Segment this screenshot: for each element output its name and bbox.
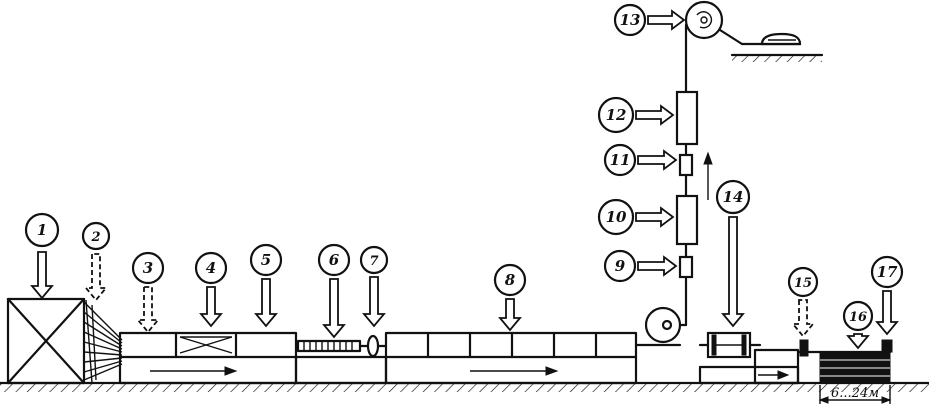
callout-circle bbox=[842, 300, 874, 332]
callout-circle bbox=[870, 255, 904, 289]
callout-label: 9 bbox=[615, 257, 626, 275]
cutting-and-stacking bbox=[796, 339, 893, 383]
callout-circle bbox=[194, 251, 228, 285]
callout-15: 15 bbox=[787, 266, 819, 338]
callout-7: 7 bbox=[359, 245, 389, 328]
callout-1: 1 bbox=[24, 212, 60, 300]
length-dimension-label: 6...24м bbox=[831, 386, 879, 401]
callout-circle bbox=[597, 96, 635, 134]
callout-circle bbox=[24, 212, 60, 248]
pulling-unit bbox=[698, 331, 800, 385]
winding-unit bbox=[294, 334, 388, 385]
floor-line bbox=[0, 381, 929, 392]
callout-label: 11 bbox=[610, 151, 631, 169]
long-chamber bbox=[384, 331, 638, 385]
callout-label: 16 bbox=[849, 310, 867, 325]
callout-circle bbox=[715, 179, 751, 215]
callout-label: 17 bbox=[877, 263, 898, 281]
vertical-units bbox=[675, 90, 713, 279]
top-roller-stand bbox=[684, 0, 824, 62]
first-processing-unit bbox=[118, 331, 298, 385]
callout-circle bbox=[359, 245, 389, 275]
callout-label: 14 bbox=[723, 188, 744, 206]
callout-label: 15 bbox=[794, 276, 812, 291]
material-container bbox=[6, 297, 86, 385]
callout-circle bbox=[613, 3, 647, 37]
callout-circle bbox=[493, 263, 527, 297]
callout-label: 3 bbox=[143, 259, 153, 277]
callout-circle bbox=[249, 243, 283, 277]
callout-label: 12 bbox=[606, 106, 627, 124]
callout-11: 11 bbox=[603, 143, 678, 177]
callout-10: 10 bbox=[597, 198, 675, 236]
callout-circle bbox=[603, 249, 637, 283]
callout-14: 14 bbox=[715, 179, 751, 328]
callout-label: 13 bbox=[620, 11, 641, 29]
callout-3: 3 bbox=[131, 251, 165, 334]
callout-2: 2 bbox=[81, 221, 111, 302]
callout-label: 2 bbox=[90, 230, 100, 245]
callout-4: 4 bbox=[194, 251, 228, 328]
callout-8: 8 bbox=[493, 263, 527, 332]
bottom-pulley bbox=[634, 306, 682, 347]
length-dimension: 6...24м bbox=[818, 385, 892, 404]
callout-label: 5 bbox=[261, 251, 271, 269]
callout-circle bbox=[317, 243, 351, 277]
callout-12: 12 bbox=[597, 96, 675, 134]
fiber-creel bbox=[83, 299, 123, 384]
callout-circle bbox=[597, 198, 635, 236]
callout-17: 17 bbox=[870, 255, 904, 336]
callout-16: 16 bbox=[842, 300, 874, 350]
callout-label: 4 bbox=[206, 259, 216, 277]
callout-label: 10 bbox=[606, 208, 627, 226]
callout-9: 9 bbox=[603, 249, 678, 283]
callout-label: 7 bbox=[369, 254, 378, 269]
callout-13: 13 bbox=[613, 3, 686, 37]
callout-circle bbox=[131, 251, 165, 285]
callout-circle bbox=[603, 143, 637, 177]
callout-circle bbox=[787, 266, 819, 298]
callout-6: 6 bbox=[317, 243, 351, 339]
callout-label: 6 bbox=[329, 251, 340, 269]
callout-label: 8 bbox=[505, 271, 516, 289]
callout-5: 5 bbox=[249, 243, 283, 328]
callout-circle bbox=[81, 221, 111, 251]
callout-label: 1 bbox=[37, 221, 47, 239]
